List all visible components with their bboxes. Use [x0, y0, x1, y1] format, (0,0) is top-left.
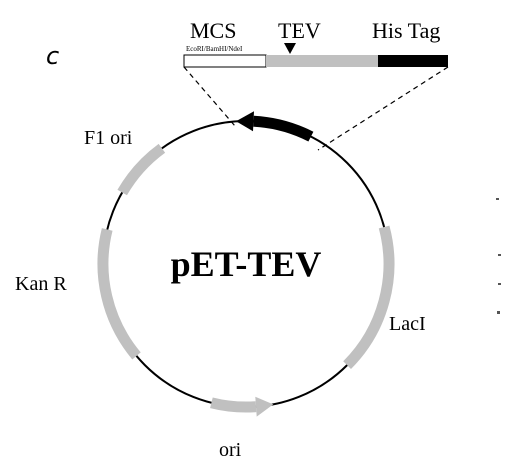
laci-arc — [343, 225, 395, 369]
kan-r-label: Kan R — [15, 273, 67, 295]
edge-mark — [497, 311, 500, 314]
f1-ori-arc — [117, 143, 166, 196]
tev-cleavage-marker — [284, 43, 296, 54]
ori-arc — [210, 397, 257, 413]
construct-bar — [183, 54, 448, 68]
panel-label: c — [46, 42, 59, 70]
ori-label: ori — [219, 439, 242, 461]
insert-arc — [253, 115, 314, 142]
edge-mark — [498, 283, 501, 285]
his-tag-segment — [378, 55, 448, 67]
his-tag-label: His Tag — [372, 18, 440, 43]
ori-arrowhead — [255, 396, 274, 417]
feature-arcs — [97, 111, 395, 417]
insert-arrowhead — [236, 111, 254, 132]
edge-mark — [496, 198, 499, 200]
zoom-line-right — [317, 66, 449, 151]
edge-mark — [498, 254, 501, 256]
mcs-sites-label: EcoRI/BamHI/NdeI — [186, 45, 243, 53]
tev-segment — [266, 55, 378, 67]
mcs-segment — [183, 54, 267, 68]
kan-r-arc — [97, 228, 141, 360]
laci-label: LacI — [389, 313, 426, 335]
tev-label: TEV — [278, 18, 321, 43]
mcs-label: MCS — [190, 18, 236, 43]
f1-ori-label: F1 ori — [84, 127, 133, 149]
zoom-line-left — [183, 66, 236, 127]
plasmid-name: pET-TEV — [171, 244, 322, 284]
